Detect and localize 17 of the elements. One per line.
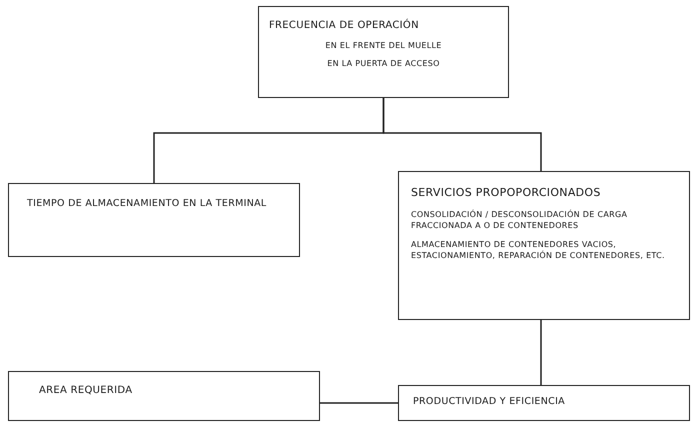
box-text: EN EL FRENTE DEL MUELLE — [324, 40, 443, 52]
box-heading: SERVICIOS PROPOPORCIONADOS — [411, 186, 602, 201]
connector-line — [320, 402, 398, 404]
box-heading: TIEMPO DE ALMACENAMIENTO EN LA TERMINAL — [27, 198, 268, 211]
box-heading: FRECUENCIA DE OPERACIÓN — [269, 19, 420, 32]
connector-line — [540, 320, 542, 385]
box-text: EN LA PUERTA DE ACCESO — [326, 59, 441, 70]
box-heading: AREA REQUERIDA — [39, 384, 134, 398]
process-box — [258, 6, 509, 98]
box-text: CONSOLIDACIÓN / DESCONSOLIDACIÓN DE CARGA FRACCIONADA A O DE CONTENEDORES — [411, 210, 628, 232]
process-box — [398, 385, 690, 421]
process-box — [398, 171, 690, 320]
connector-line — [382, 98, 542, 171]
process-box — [8, 371, 320, 421]
process-box — [8, 183, 300, 257]
box-text: ALMACENAMIENTO DE CONTENEDORES VACIOS, ESTACIONAMIENTO, REPARACIÓN DE CONTENEDORES, ETC. — [411, 240, 666, 262]
box-heading: PRODUCTIVIDAD Y EFICIENCIA — [413, 396, 566, 409]
